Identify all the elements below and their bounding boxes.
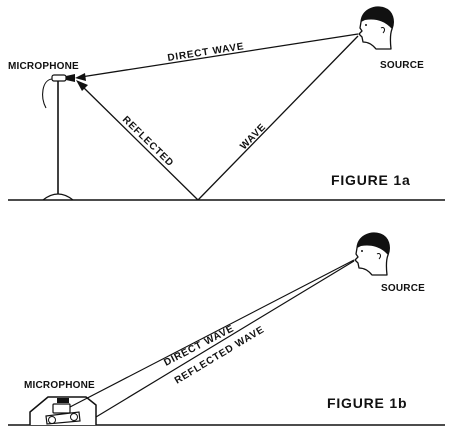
figure-1b-caption: FIGURE 1b	[327, 395, 407, 411]
figure-1b: MICROPHONE SOURCE DIRECT WAVE REFLECTED …	[8, 232, 445, 426]
direct-wave-arrowhead	[75, 73, 86, 81]
reflected-label-1a: REFLECTED	[120, 114, 176, 169]
source-head-icon	[358, 6, 394, 50]
reflected-wave-ray	[81, 85, 199, 201]
microphone-stand-icon	[42, 74, 75, 201]
reflected-wave-ray	[95, 260, 355, 418]
source-label-1b: SOURCE	[381, 283, 425, 294]
figure-1a-caption: FIGURE 1a	[331, 172, 411, 188]
source-head-icon	[354, 232, 390, 276]
source-label-1a: SOURCE	[380, 60, 424, 71]
microphone-label-1a: MICROPHONE	[8, 61, 79, 72]
incident-wave-ray	[197, 35, 359, 201]
direct-wave-ray	[80, 33, 359, 78]
direct-wave-label-1a: DIRECT WAVE	[167, 41, 245, 64]
microphone-label-1b: MICROPHONE	[24, 380, 95, 391]
reflected-wave-arrowhead	[76, 80, 88, 91]
boundary-microphone-icon	[29, 396, 97, 425]
wave-label-1a: WAVE	[238, 122, 268, 153]
direct-wave-ray	[69, 259, 355, 408]
figure-1a: MICROPHONE SOURCE DIRECT WAVE REFLECTED …	[8, 6, 445, 201]
